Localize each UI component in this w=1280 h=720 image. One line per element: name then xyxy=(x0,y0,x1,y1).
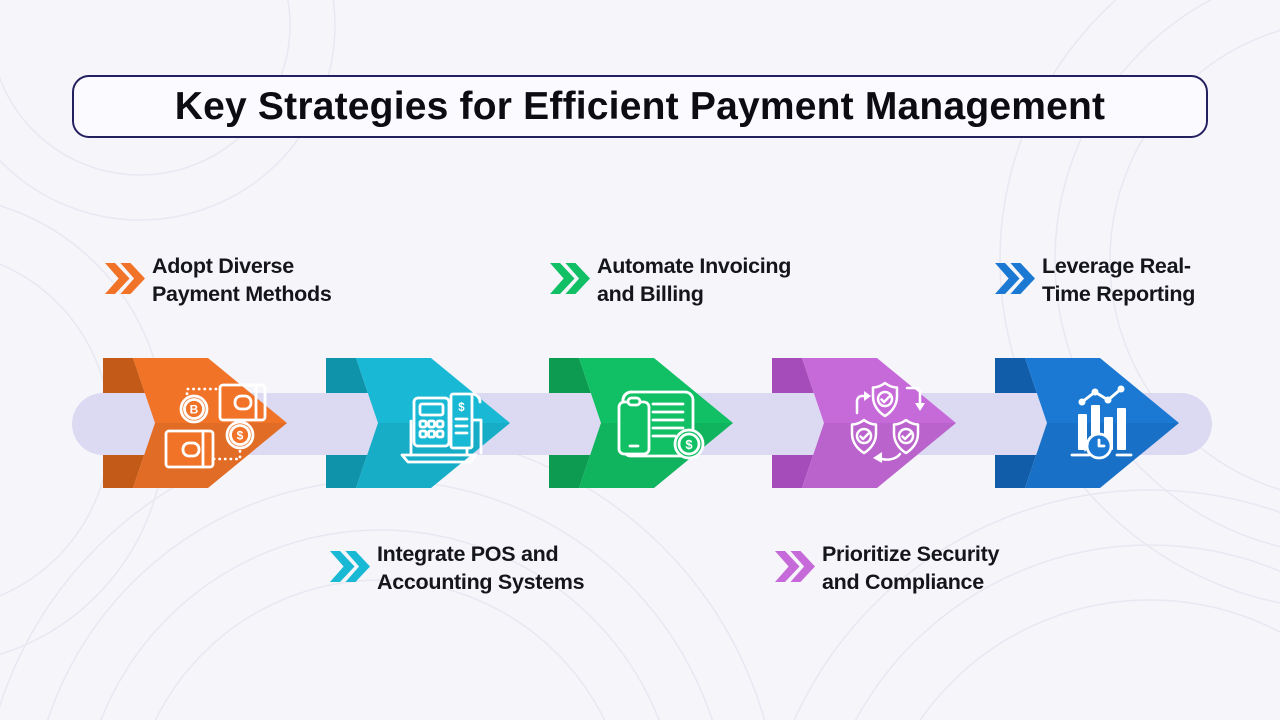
label-line-2: Payment Methods xyxy=(152,282,332,306)
bar-chart-clock-icon xyxy=(1070,385,1133,460)
label-line-2: Time Reporting xyxy=(1042,282,1196,306)
page-title: Key Strategies for Efficient Payment Man… xyxy=(174,84,1106,128)
arrow-leverage-realtime-reporting xyxy=(1025,358,1179,488)
label-line-1: Automate Invoicing xyxy=(597,254,792,278)
label-adopt-diverse-payment-methods: Adopt Diverse Payment Methods xyxy=(105,252,332,308)
crypto-fiat-wallets-icon: $ B xyxy=(164,383,267,469)
label-text: Leverage Real- Time Reporting xyxy=(1042,252,1195,308)
label-automate-invoicing-billing: Automate Invoicing and Billing xyxy=(550,252,791,308)
label-integrate-pos-accounting: Integrate POS and Accounting Systems xyxy=(330,540,585,596)
label-text: Adopt Diverse Payment Methods xyxy=(152,252,332,308)
invoice-phone-dollar-icon: $ xyxy=(617,390,705,460)
label-text: Automate Invoicing and Billing xyxy=(597,252,791,308)
arrow-automate-invoicing-billing: $ xyxy=(579,358,733,488)
label-line-2: Accounting Systems xyxy=(377,570,585,594)
double-chevron-icon xyxy=(105,263,145,294)
label-leverage-realtime-reporting: Leverage Real- Time Reporting xyxy=(995,252,1195,308)
dollar-coin-glyph: $ xyxy=(685,437,693,452)
bitcoin-coin-glyph: B xyxy=(190,403,199,417)
arrow-integrate-pos-accounting: $ xyxy=(356,358,510,488)
dollar-coin-glyph: $ xyxy=(237,429,244,443)
pos-calculator-laptop-icon: $ xyxy=(400,392,483,464)
label-prioritize-security-compliance: Prioritize Security and Compliance xyxy=(775,540,999,596)
double-chevron-icon xyxy=(775,551,815,582)
label-line-1: Prioritize Security xyxy=(822,542,1000,566)
label-line-2: and Billing xyxy=(597,282,704,306)
label-text: Prioritize Security and Compliance xyxy=(822,540,999,596)
title-box: Key Strategies for Efficient Payment Man… xyxy=(72,75,1208,138)
label-line-1: Adopt Diverse xyxy=(152,254,294,278)
label-line-2: and Compliance xyxy=(822,570,984,594)
arrow-adopt-diverse-payment-methods: $ B xyxy=(133,358,287,488)
receipt-dollar-glyph: $ xyxy=(458,402,465,414)
double-chevron-icon xyxy=(995,263,1035,294)
double-chevron-icon xyxy=(550,263,590,294)
arrow-prioritize-security-compliance xyxy=(802,358,956,488)
double-chevron-icon xyxy=(330,551,370,582)
shields-check-cycle-icon xyxy=(850,381,925,463)
label-line-1: Integrate POS and xyxy=(377,542,559,566)
label-text: Integrate POS and Accounting Systems xyxy=(377,540,585,596)
label-line-1: Leverage Real- xyxy=(1042,254,1191,278)
